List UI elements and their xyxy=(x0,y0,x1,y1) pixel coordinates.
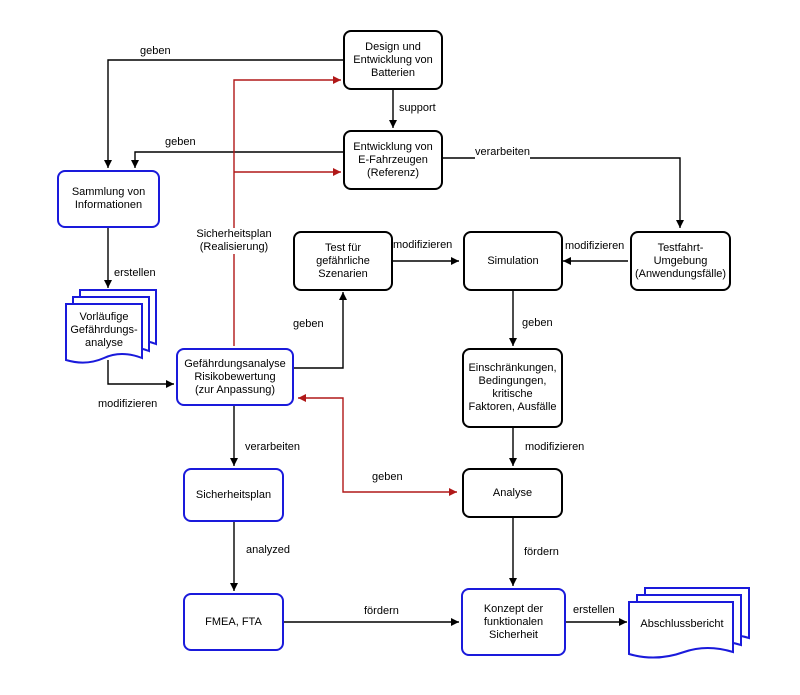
node-konzept: Konzept der funktionalen Sicherheit xyxy=(461,588,566,656)
label-verarbeiten-top: verarbeiten xyxy=(475,146,531,159)
label-geben-2: geben xyxy=(165,136,196,149)
node-analyse: Analyse xyxy=(462,468,563,518)
label-erstellen-right: erstellen xyxy=(573,604,615,617)
edge-red-gefaehrdung-analyse xyxy=(298,394,457,496)
node-fmea: FMEA, FTA xyxy=(183,593,284,651)
vorlaeufig-line-1: Vorläufige xyxy=(80,311,129,323)
edge-red-to-design xyxy=(233,76,341,346)
node-gefaehrdung: Gefährdungsanalyse Risikobewertung (zur … xyxy=(176,348,294,406)
node-simulation: Simulation xyxy=(463,231,563,291)
label-sicherheitsplan-realisierung: Sicherheitsplan (Realisierung) xyxy=(190,228,278,254)
label-analyzed: analyzed xyxy=(246,544,291,557)
label-foerdern-fmea: fördern xyxy=(364,605,399,618)
label-erstellen-left: erstellen xyxy=(114,267,156,280)
node-sicherheitsplan: Sicherheitsplan xyxy=(183,468,284,522)
label-modifizieren-left: modifizieren xyxy=(98,398,158,411)
label-verarbeiten-mid: verarbeiten xyxy=(245,441,301,454)
node-abschluss xyxy=(628,587,750,659)
node-vorlaeufig xyxy=(65,289,157,364)
node-einschraenkungen: Einschränkungen, Bedingungen, kritische … xyxy=(462,348,563,428)
label-foerdern-analyse: fördern xyxy=(524,546,559,559)
vorlaeufig-line-2: Gefährdungs- xyxy=(70,324,138,336)
node-sammlung: Sammlung von Informationen xyxy=(57,170,160,228)
label-modifizieren-analyse: modifizieren xyxy=(525,441,585,454)
node-test: Test für gefährliche Szenarien xyxy=(293,231,393,291)
label-modifizieren-testfahrt: modifizieren xyxy=(565,240,625,253)
node-efahrzeug: Entwicklung von E-Fahrzeugen (Referenz) xyxy=(343,130,443,190)
vorlaeufig-line-3: analyse xyxy=(85,337,123,349)
edge-design-to-sammlung xyxy=(104,59,343,168)
label-geben-red: geben xyxy=(372,471,403,484)
abschluss-label: Abschlussbericht xyxy=(640,618,723,630)
node-design: Design und Entwicklung von Batterien xyxy=(343,30,443,90)
edge-gefaehrdung-to-test xyxy=(293,292,347,369)
label-geben-top: geben xyxy=(140,45,171,58)
label-geben-sim: geben xyxy=(522,317,553,330)
label-support: support xyxy=(399,102,436,115)
node-testfahrt: Testfahrt- Umgebung (Anwendungsfälle) xyxy=(630,231,731,291)
label-modifizieren-test: modifizieren xyxy=(393,239,453,252)
label-geben-test: geben xyxy=(293,318,324,331)
edge-vorlaeufig-to-gefaehrdung xyxy=(107,360,174,388)
edge-efahrzeug-to-sammlung xyxy=(131,151,343,168)
edge-efahrzeug-to-testfahrt xyxy=(443,157,684,228)
